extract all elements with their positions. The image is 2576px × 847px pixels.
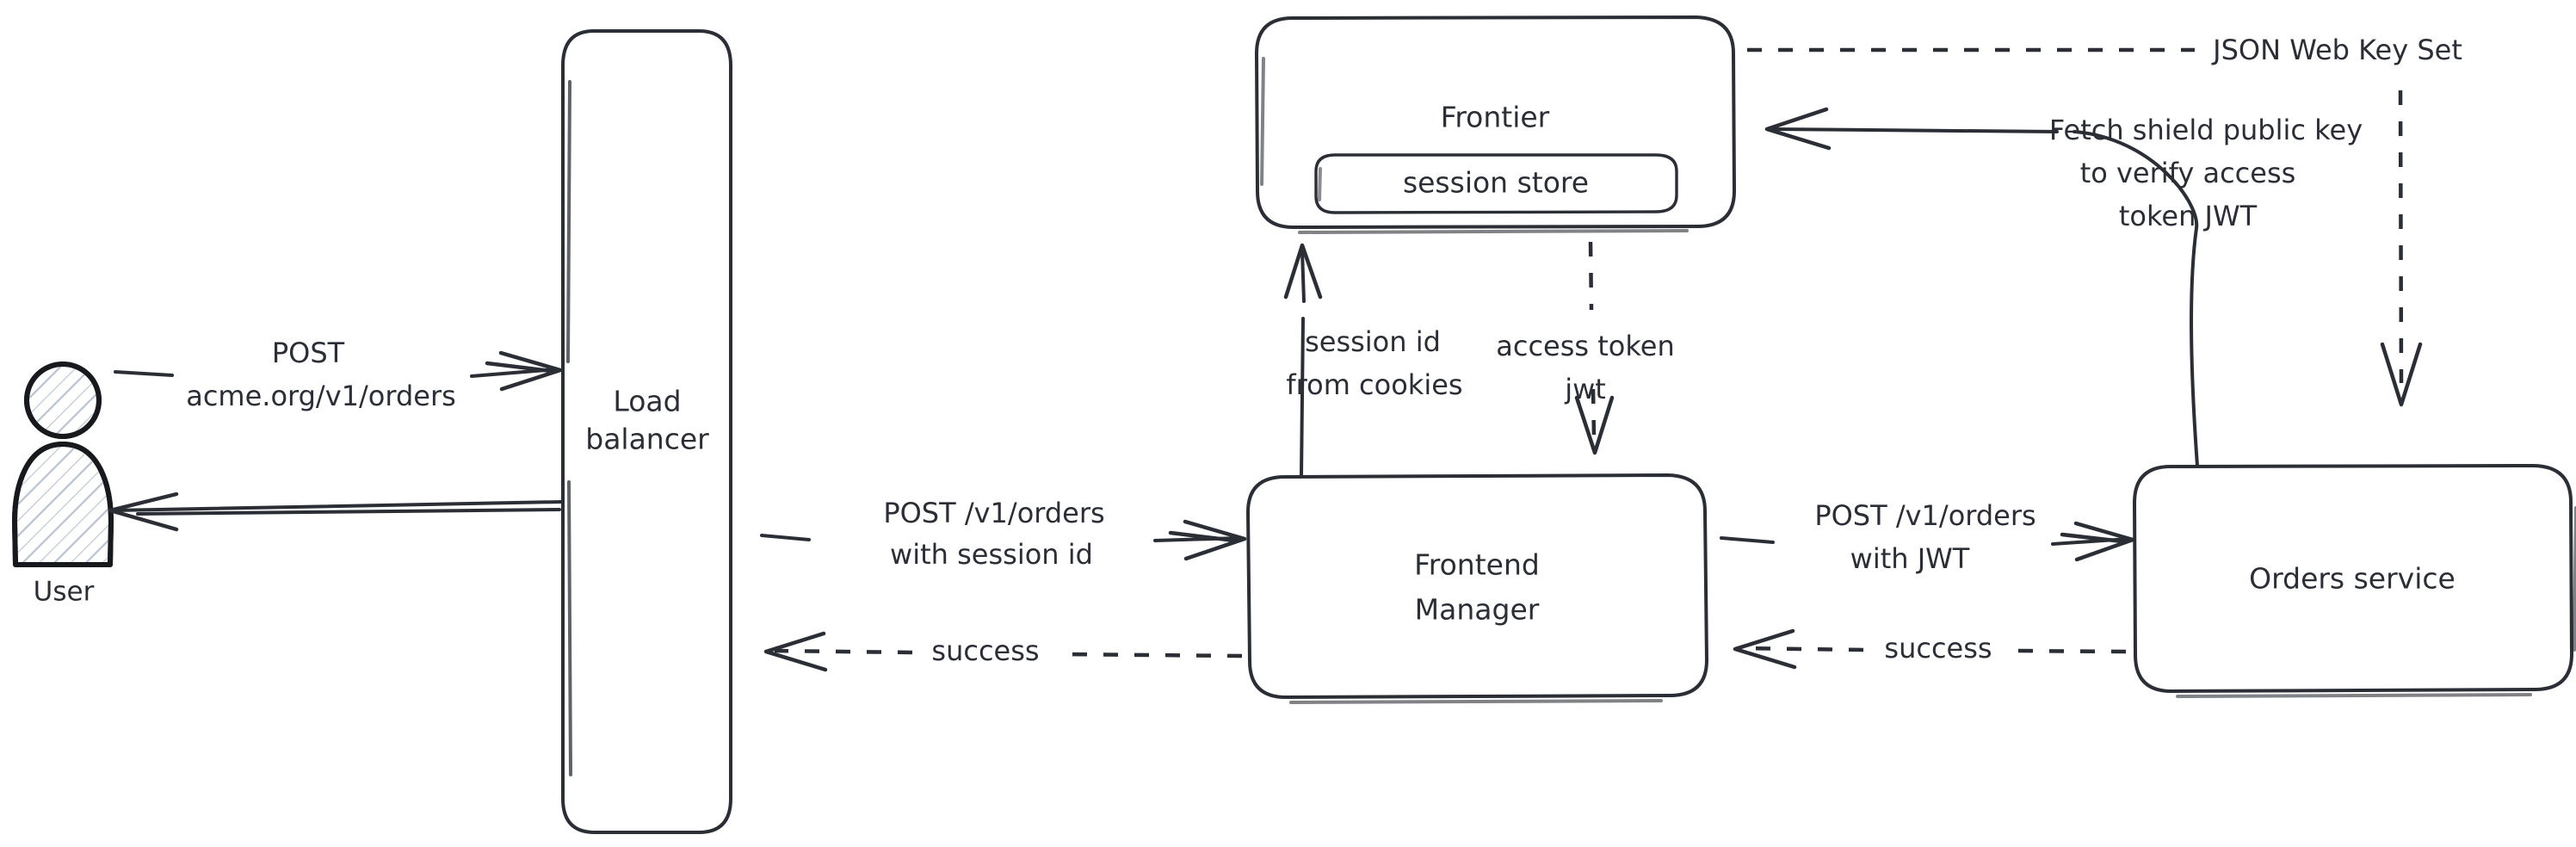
edge-frontier-to-fm	[1574, 241, 1615, 455]
edge-label-frontier-to-fm-line1: access token	[1496, 330, 1674, 362]
edge-fm-to-orders	[1720, 521, 2135, 562]
edge-label-lb-to-fm-line2: with session id	[890, 538, 1093, 571]
edge-fm-to-frontier	[1283, 243, 1323, 478]
edge-label-orders-to-frontier-line1: Fetch shield public key	[2049, 114, 2363, 146]
user-label: User	[34, 577, 95, 608]
edge-label-fm-to-orders-line1: POST /v1/orders	[1814, 499, 2035, 532]
orders-service-label: Orders service	[2249, 562, 2456, 596]
edge-orders-to-fm-success	[1733, 628, 2127, 670]
edge-label-user-to-lb-line1: POST	[272, 337, 345, 369]
person-icon	[12, 362, 114, 567]
edge-label-fm-to-lb-success: success	[931, 634, 1039, 667]
node-orders-service[interactable]	[2133, 464, 2576, 698]
edge-label-fm-to-frontier-line1: session id	[1305, 325, 1441, 358]
frontier-label: Frontier	[1441, 101, 1550, 134]
edge-label-orders-to-frontier-line3: token JWT	[2119, 200, 2258, 232]
load-balancer-label-line1: Load	[613, 385, 681, 418]
frontend-manager-label-line1: Frontend	[1414, 548, 1540, 582]
edge-label-orders-to-fm-success: success	[1884, 632, 1992, 665]
node-load-balancer[interactable]	[561, 29, 732, 834]
edge-user-to-load-balancer	[114, 350, 563, 392]
edge-lb-to-frontend-manager	[760, 519, 1247, 561]
node-session-store[interactable]	[1314, 153, 1678, 214]
load-balancer-label-line2: balancer	[585, 423, 709, 456]
edge-label-fm-to-frontier-line2: from cookies	[1286, 368, 1462, 401]
edge-label-frontier-to-orders: JSON Web Key Set	[2211, 34, 2462, 66]
edge-label-frontier-to-fm-line2: jwt	[1564, 373, 1606, 405]
edge-frontier-to-orders	[1747, 47, 2423, 407]
edge-label-user-to-lb-line2: acme.org/v1/orders	[186, 380, 456, 412]
edge-label-fm-to-orders-line2: with JWT	[1850, 542, 1970, 575]
edge-label-lb-to-fm-line1: POST /v1/orders	[883, 497, 1104, 529]
session-store-label: session store	[1403, 166, 1589, 200]
node-frontend-manager[interactable]	[1246, 473, 1708, 704]
frontend-manager-label-line2: Manager	[1415, 593, 1540, 627]
edge-load-balancer-to-user	[108, 492, 563, 532]
edge-orders-to-frontier	[1764, 107, 2199, 467]
edge-fm-to-lb-success	[763, 631, 1243, 672]
edge-label-orders-to-frontier-line2: to verify access	[2080, 157, 2296, 189]
